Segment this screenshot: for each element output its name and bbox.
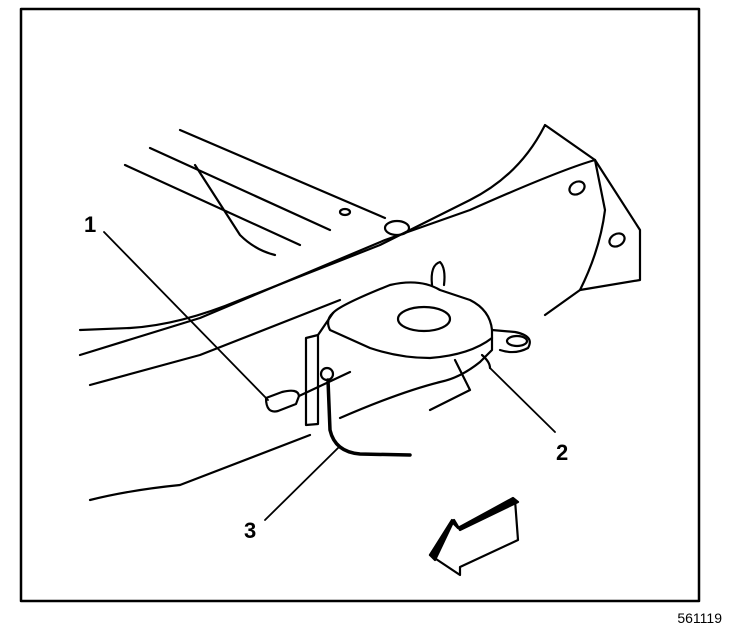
figure-id: 561119 xyxy=(677,610,722,626)
leader-line-3 xyxy=(264,447,339,521)
bracket xyxy=(304,260,531,427)
leader-line-1 xyxy=(103,231,269,401)
callout-2: 2 xyxy=(556,440,569,465)
bolt-1 xyxy=(264,366,352,413)
leader-line-2 xyxy=(489,367,556,433)
callout-1: 1 xyxy=(84,212,97,237)
frame-rail xyxy=(78,123,642,502)
figure-frame xyxy=(19,7,701,603)
callout-3: 3 xyxy=(244,518,257,543)
ground-strap-3 xyxy=(326,378,412,457)
direction-arrow-icon xyxy=(428,496,520,577)
